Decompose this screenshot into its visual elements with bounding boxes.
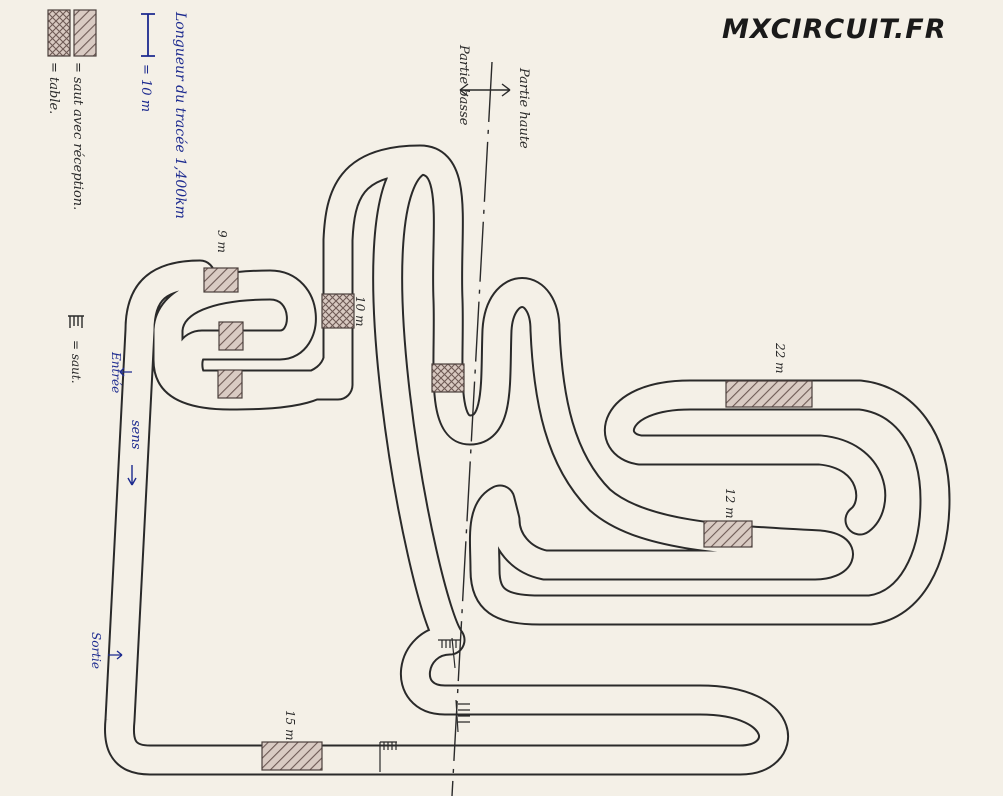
table-obstacle-9m	[203, 267, 239, 293]
legend-length-text: Longueur du tracée 1,400km	[172, 11, 188, 219]
direction-arrow	[127, 465, 137, 486]
label-10m: 10 m	[353, 296, 367, 326]
table-obstacle-15m	[261, 741, 323, 771]
legend-jump-text: = saut.	[69, 340, 83, 384]
label-partie-haute: Partie haute	[516, 67, 531, 149]
divider-arrow	[459, 83, 511, 97]
legend-reception-swatch	[73, 9, 97, 57]
sortie-arrow	[108, 650, 123, 660]
legend: = table. = saut avec réception. = 10 m L…	[46, 9, 188, 384]
table-obstacle-left-low	[217, 369, 243, 399]
label-12m: 12 m	[723, 488, 737, 518]
race-track	[104, 144, 951, 776]
legend-reception-text: = saut avec réception.	[70, 62, 85, 210]
legend-table-swatch	[47, 9, 71, 57]
label-entree: Entrée	[109, 351, 123, 393]
jump-reception-10m	[321, 293, 355, 329]
legend-scale-bar	[141, 13, 155, 57]
jump-reception-center	[431, 363, 465, 393]
label-9m: 9 m	[215, 230, 229, 253]
section-divider-line	[451, 61, 493, 796]
table-obstacle-12m	[703, 520, 753, 548]
label-partie-basse: Partie basse	[456, 44, 471, 126]
table-obstacle-22m	[725, 380, 813, 408]
label-sortie: Sortie	[89, 632, 103, 669]
label-15m: 15 m	[283, 710, 297, 740]
entree-arrow	[119, 367, 132, 377]
site-brand: MXCIRCUIT.FR	[722, 14, 947, 45]
legend-table-text: = table.	[46, 62, 61, 114]
track-labels: Partie haute Partie basse 9 m 10 m 22 m …	[89, 44, 787, 740]
legend-jump-symbol	[68, 315, 84, 328]
table-obstacle-left	[218, 321, 244, 351]
legend-scale-text: = 10 m	[138, 64, 153, 112]
label-22m: 22 m	[773, 342, 787, 373]
label-sens: sens	[128, 420, 143, 450]
obstacles	[203, 267, 813, 771]
